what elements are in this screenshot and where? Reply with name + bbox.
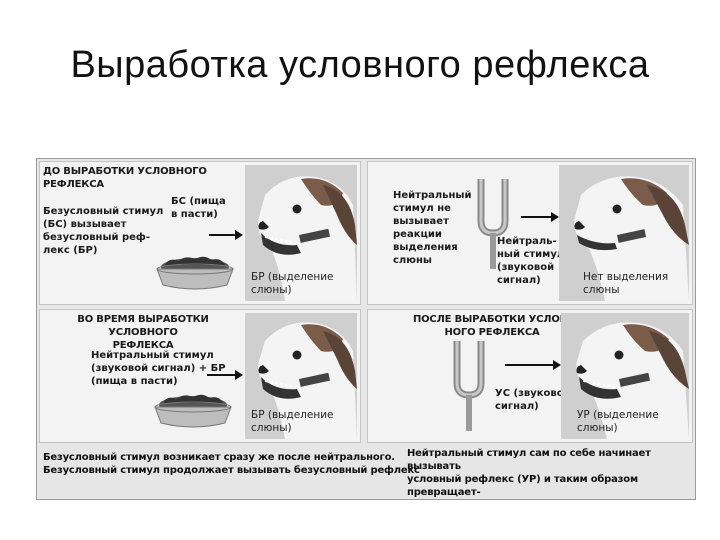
footer-left-text: Безусловный стимул возникает сразу же по… — [43, 451, 420, 477]
slide-title: Выработка условного рефлекса — [0, 44, 720, 87]
q2-arrow-icon — [521, 211, 559, 223]
q2-dog-caption: Нет выделения слюны — [583, 271, 668, 297]
q4-dog-caption: УР (выделение слюны) — [577, 409, 659, 435]
q3-dog-caption: БР (выделение слюны) — [251, 409, 334, 435]
q3-description: Нейтральный стимул (звуковой сигнал) + Б… — [91, 349, 226, 388]
q1-arrow-icon — [209, 229, 243, 241]
q4-stimulus-label: УС (звуковой сигнал) — [495, 387, 571, 413]
q4-arrow-icon — [505, 359, 561, 371]
q3-arrow-icon — [207, 369, 243, 381]
q1-description: Безусловный стимул (БС) вызывает безусло… — [43, 205, 163, 257]
q4-heading: ПОСЛЕ ВЫРАБОТКИ УСЛОВ- НОГО РЕФЛЕКСА — [407, 313, 577, 339]
conditioning-figure: ДО ВЫРАБОТКИ УСЛОВНОГО РЕФЛЕКСА Безуслов… — [36, 158, 696, 500]
q3-heading: ВО ВРЕМЯ ВЫРАБОТКИ УСЛОВНОГО РЕФЛЕКСА — [43, 313, 243, 352]
q1-food-bowl-icon — [149, 253, 241, 293]
q1-stimulus-label: БС (пища в пасти) — [171, 195, 226, 221]
footer-right-text: Нейтральный стимул сам по себе начинает … — [407, 447, 695, 500]
q2-description: Нейтральный стимул не вызывает реакции в… — [393, 189, 471, 267]
q1-heading: ДО ВЫРАБОТКИ УСЛОВНОГО РЕФЛЕКСА — [43, 165, 207, 191]
q4-tuning-fork-icon — [449, 337, 489, 433]
q3-food-bowl-icon — [147, 391, 239, 431]
q1-dog-caption: БР (выделение слюны) — [251, 271, 334, 297]
q2-stimulus-label: Нейтраль- ный стимул (звуковой сигнал) — [497, 235, 564, 287]
